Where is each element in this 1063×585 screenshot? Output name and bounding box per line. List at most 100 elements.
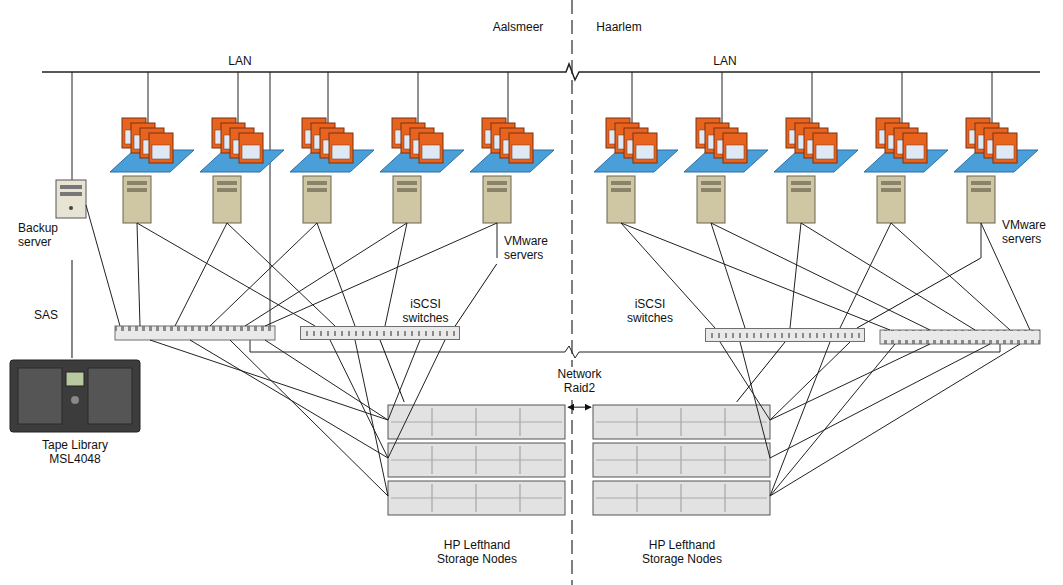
backup-server-icon <box>56 180 86 218</box>
lan-drop <box>992 72 993 123</box>
power-led <box>69 206 73 210</box>
connector <box>737 342 785 402</box>
vm-window <box>149 133 173 163</box>
vm-screen <box>242 145 260 159</box>
drive-bay <box>881 188 901 192</box>
vm-window <box>723 133 747 163</box>
wire <box>770 342 830 496</box>
wire <box>740 342 770 458</box>
drive-bay <box>487 188 507 192</box>
wire <box>770 344 990 458</box>
device-box: VMware servers <box>950 178 1060 258</box>
wire <box>770 344 1020 496</box>
drive-bay <box>971 188 991 192</box>
vm-window <box>903 133 927 163</box>
device-box: HP Lefthand Storage Nodes <box>386 402 568 574</box>
drive-bay <box>127 188 147 192</box>
tape-screen <box>66 372 84 386</box>
lan-drop <box>238 72 239 123</box>
wire <box>317 223 355 326</box>
vm-screen <box>636 145 654 159</box>
iscsi-switch <box>880 330 1040 344</box>
vm-screen <box>422 145 440 159</box>
drive-bay <box>881 181 901 185</box>
wire <box>265 223 497 326</box>
server-tower <box>607 176 635 223</box>
drive-bay <box>701 188 721 192</box>
lan-drop <box>328 72 329 123</box>
wire <box>840 223 891 328</box>
device-label: Backup server <box>18 221 66 249</box>
vm-window <box>509 133 533 163</box>
lan-drop <box>508 72 509 123</box>
bay-divider <box>596 422 767 423</box>
connector <box>455 264 497 326</box>
connector <box>857 258 981 328</box>
bay-divider <box>596 460 767 461</box>
network-label: LAN <box>228 54 251 68</box>
lan-drop <box>902 72 903 123</box>
lan-drop <box>72 72 73 180</box>
storage-unit <box>593 405 770 439</box>
vm-screen <box>816 145 834 159</box>
wire <box>770 342 850 420</box>
wire <box>175 223 227 326</box>
device-box: Tape Library MSL4048 <box>8 358 143 470</box>
vm-window <box>633 133 657 163</box>
lan-drop <box>632 72 633 123</box>
wire <box>86 205 120 326</box>
device-label: VMware servers <box>504 234 562 262</box>
wire <box>227 223 335 326</box>
site-name: Haarlem <box>596 20 641 34</box>
wire <box>711 223 745 328</box>
wire <box>711 223 930 330</box>
drive-bay <box>791 188 811 192</box>
connector <box>380 340 404 402</box>
storage-unit <box>388 443 565 477</box>
vm-screen <box>996 145 1014 159</box>
drive-bay <box>127 181 147 185</box>
bay-divider <box>391 422 562 423</box>
drive-bay <box>611 188 631 192</box>
drive-bay <box>971 181 991 185</box>
vm-screen <box>152 145 170 159</box>
wire <box>720 342 770 420</box>
drive-bay <box>397 181 417 185</box>
iscsi-switch: iSCSI switches <box>300 326 460 340</box>
vm-screen <box>726 145 744 159</box>
site-name: Aalsmeer <box>493 20 544 34</box>
tape-library-icon <box>10 360 140 432</box>
wire <box>388 340 420 420</box>
storage-unit <box>388 481 565 515</box>
tape-panel <box>88 368 132 424</box>
drive-bay <box>487 181 507 185</box>
device-label: iSCSI switches <box>621 297 679 325</box>
bay-divider <box>596 498 767 499</box>
drive-bay <box>60 192 82 196</box>
server-tower <box>123 176 151 223</box>
drive-bay <box>307 188 327 192</box>
device-label: HP Lefthand Storage Nodes <box>632 538 732 566</box>
vm-window <box>239 133 263 163</box>
wire <box>388 340 445 458</box>
vm-screen <box>512 145 530 159</box>
wire <box>497 223 498 258</box>
link-label: Network Raid2 <box>550 367 610 395</box>
site-divider <box>571 0 573 585</box>
device-box: Backup server <box>18 175 93 260</box>
connector <box>568 407 591 408</box>
iscsi-switch: iSCSI switches <box>705 328 865 342</box>
link-label: SAS <box>32 308 60 322</box>
connector <box>71 260 72 358</box>
wire <box>265 340 388 420</box>
lan-drop <box>418 72 419 123</box>
lan-line <box>42 64 1040 80</box>
wire <box>150 340 388 420</box>
wire <box>245 223 407 326</box>
wire <box>230 340 388 496</box>
wire <box>621 223 890 330</box>
server-tower <box>393 176 421 223</box>
